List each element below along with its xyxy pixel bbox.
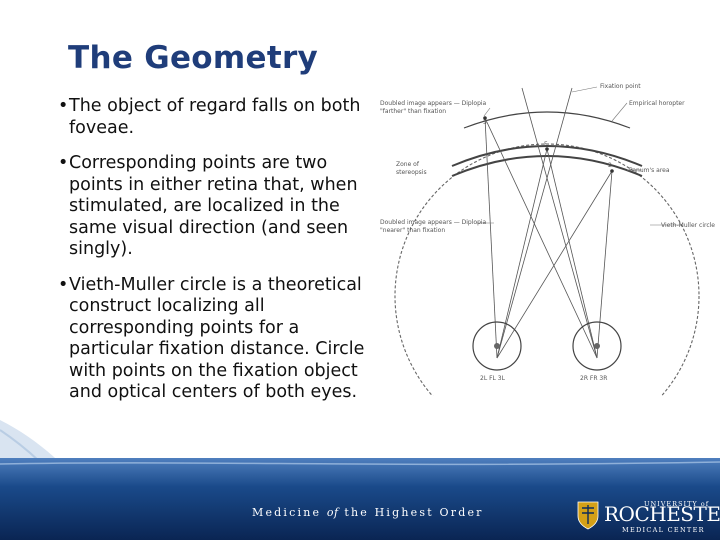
label-left-eye: 2L FL 3L [480,375,506,382]
tagline-part: the Highest Order [344,506,484,519]
bullet-item: • Vieth-Muller circle is a theoretical c… [58,275,380,404]
label-empirical-horopter: Empirical horopter [629,100,685,107]
slide-title: The Geometry [68,40,319,76]
logo-medical-center-text: MEDICAL CENTER [622,526,705,534]
label-doubled-farther: Doubled image appears — Diplopia [380,100,487,107]
bullet-text: Corresponding points are two points in e… [69,153,358,259]
shield-icon [577,501,599,530]
left-eye [472,321,522,371]
logo-university-text: UNIVERSITY of [644,500,710,508]
bullet-text: The object of regard falls on both fovea… [69,96,361,138]
tagline-of: of [326,506,339,519]
label-doubled-nearer-2: "nearer" than fixation [380,227,445,234]
bullet-text: Vieth-Muller circle is a theoretical con… [69,274,365,403]
bullet-symbol: • [58,153,69,173]
label-point-f: F [544,141,548,148]
label-fixation-point: Fixation point [600,83,641,90]
panums-area-inner-arc [451,155,643,177]
bullet-list: • The object of regard falls on both fov… [58,96,380,418]
label-point-3: 3 [483,119,487,126]
vieth-muller-circle [394,143,700,396]
footer-tagline: Medicine of the Highest Order [252,506,484,519]
horopter-diagram: Fixation point Doubled image appears — D… [372,76,720,396]
empirical-horopter-arc [463,111,631,129]
footer-bar [0,458,720,540]
label-right-eye: 2R FR 3R [580,375,607,382]
panums-area-outer-arc [451,145,643,167]
bullet-item: • The object of regard falls on both fov… [58,96,380,139]
bullet-item: • Corresponding points are two points in… [58,153,380,261]
label-zone-stereopsis: Zone of [396,161,420,168]
right-eye [572,321,622,371]
tagline-part: Medicine [252,506,322,519]
label-vieth-muller: Vieth-Muller circle [661,222,715,229]
label-zone-stereopsis-2: stereopsis [396,169,427,176]
label-doubled-nearer: Doubled image appears — Diplopia [380,219,487,226]
label-doubled-farther-2: "farther" than fixation [380,108,446,115]
bullet-symbol: • [58,96,69,116]
label-panums-area: Panum's area [629,167,670,174]
bullet-symbol: • [58,274,69,295]
logo-rochester-text: ROCHESTER [604,502,720,526]
label-point-2: 2 [608,162,612,169]
university-logo[interactable]: UNIVERSITY of ROCHESTER MEDICAL CENTER [576,498,720,534]
